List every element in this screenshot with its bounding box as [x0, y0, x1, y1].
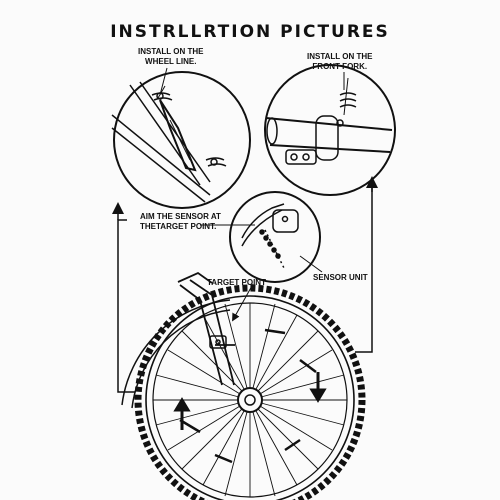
- bike-wheel: [134, 284, 366, 500]
- bike-fork: [177, 271, 235, 386]
- wheel-spokes: [153, 303, 347, 497]
- rotation-arrows: [173, 372, 327, 430]
- sensor-unit: [209, 335, 227, 349]
- label-install-wheel-line: INSTALL ON THE WHEEL LINE.: [138, 47, 203, 67]
- fork-clamp: [285, 115, 344, 165]
- detail-front-fork: [264, 64, 396, 196]
- spoke-tie: [205, 157, 227, 167]
- label-line: AIM THE SENSOR AT: [140, 212, 221, 221]
- diagram-title: INSTRLLRTION PICTURES: [110, 22, 390, 42]
- detail-sensor-aim: [229, 191, 321, 283]
- zip-tie: [339, 77, 357, 116]
- label-sensor-unit: SENSOR UNIT: [313, 273, 368, 282]
- label-line: INSTALL ON THE: [307, 52, 373, 61]
- flow-arrows: [112, 176, 378, 393]
- label-line: INSTALL ON THE: [138, 47, 204, 56]
- magnet-clip: [151, 92, 173, 101]
- label-aim-sensor: AIM THE SENSOR AT THETARGET POINT.: [140, 212, 221, 232]
- label-line: WHEEL LINE.: [145, 57, 197, 66]
- label-target-point: TARGET POINT: [207, 278, 266, 287]
- leader-lines: [159, 67, 345, 322]
- detail-wheel-line: [111, 71, 251, 209]
- label-line: THETARGET POINT.: [140, 222, 217, 231]
